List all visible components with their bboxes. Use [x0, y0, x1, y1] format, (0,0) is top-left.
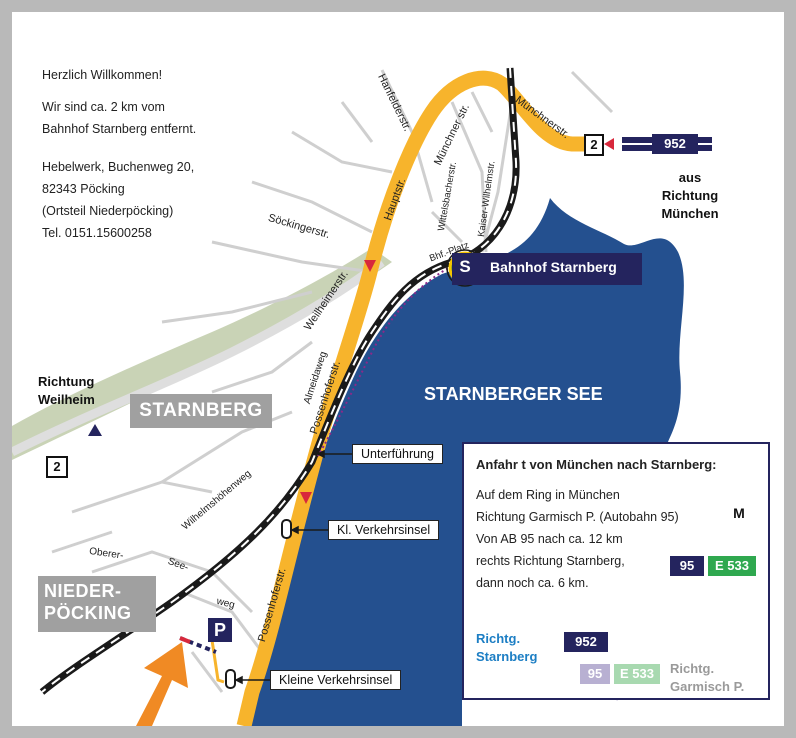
approach-arrow: [136, 642, 188, 726]
legend-e533-shield: E 533: [708, 556, 756, 576]
legend-line-5: dann noch ca. 6 km.: [476, 576, 589, 590]
callout-kleine-verkehrsinsel: Kleine Verkehrsinsel: [270, 670, 402, 690]
niederpoecking-line-2: PÖCKING: [44, 603, 132, 623]
address-line-1: Hebelwerk, Buchenweg 20,: [42, 160, 195, 174]
minor-streets: [51, 69, 614, 693]
legend-faded-a95-shield: 95: [580, 664, 610, 684]
legend-richtg-garmisch-1: Richtg.: [670, 661, 715, 676]
legend-line-4: rechts Richtung Starnberg,: [476, 554, 625, 568]
distance-line-1: Wir sind ca. 2 km vom: [42, 100, 165, 114]
muenchen-direction-2: Richtung: [661, 188, 719, 203]
lake-area: [248, 198, 684, 726]
route-line: [236, 70, 600, 726]
location-map: Herzlich Willkommen! Wir sind ca. 2 km v…: [12, 12, 784, 726]
walking-path: [317, 265, 453, 457]
legend-richtg-starnberg-1: Richtg.: [476, 631, 521, 646]
muenchen-direction-3: München: [661, 206, 719, 221]
lake-label: STARNBERGER SEE: [424, 384, 603, 404]
callout-unterfuehrung: Unterführung: [352, 444, 443, 464]
legend-richtg-starnberg-2: Starnberg: [476, 649, 538, 664]
starnberg-label: STARNBERG: [130, 394, 272, 428]
legend-line-3: Von AB 95 nach ca. 12 km: [476, 532, 623, 546]
legend-line-1: Auf dem Ring in München: [476, 488, 620, 502]
muenchen-direction-1: aus: [678, 170, 702, 185]
road-2-shield-east: 2: [584, 134, 604, 156]
legend-faded-e533-shield: E 533: [614, 664, 660, 684]
a952-shield-top: 952: [652, 134, 698, 154]
weilheim-direction-2: Weilheim: [38, 392, 95, 407]
legend-a95-shield: 95: [670, 556, 704, 576]
address-line-2: 82343 Pöcking: [42, 182, 125, 196]
legend-m-badge: M: [733, 505, 745, 521]
parking-access: [179, 636, 225, 684]
parking-sign: P: [208, 618, 232, 642]
station-name: Bahnhof Starnberg: [490, 259, 617, 275]
road-2-shield-west: 2: [46, 456, 68, 478]
niederpoecking-label: NIEDER- PÖCKING: [38, 576, 156, 632]
callout-lines: [234, 449, 352, 685]
distance-line-2: Bahnhof Starnberg entfernt.: [42, 122, 197, 136]
legend-richtg-garmisch-2: Garmisch P.: [670, 679, 745, 694]
directions-legend: Anfahr t von München nach Starnberg: Auf…: [462, 442, 770, 700]
niederpoecking-line-1: NIEDER-: [44, 581, 122, 601]
weilheim-arrow: [88, 424, 102, 436]
weilheim-direction-1: Richtung: [38, 374, 95, 389]
direction-arrows: [300, 138, 614, 504]
traffic-islands: [225, 519, 292, 689]
s-bahn-badge: S: [459, 257, 471, 276]
greeting-text: Herzlich Willkommen!: [42, 68, 163, 82]
phone-number: Tel. 0151.15600258: [42, 226, 152, 240]
station-label-box: [452, 253, 642, 285]
road-2-west: [12, 258, 385, 457]
address-line-3: (Ortsteil Niederpöcking): [42, 204, 174, 218]
legend-title: Anfahr t von München nach Starnberg:: [476, 457, 717, 472]
legend-line-2: Richtung Garmisch P. (Autobahn 95): [476, 510, 679, 524]
callout-kl-verkehrsinsel: Kl. Verkehrsinsel: [328, 520, 440, 540]
legend-a952-shield: 952: [564, 632, 608, 652]
